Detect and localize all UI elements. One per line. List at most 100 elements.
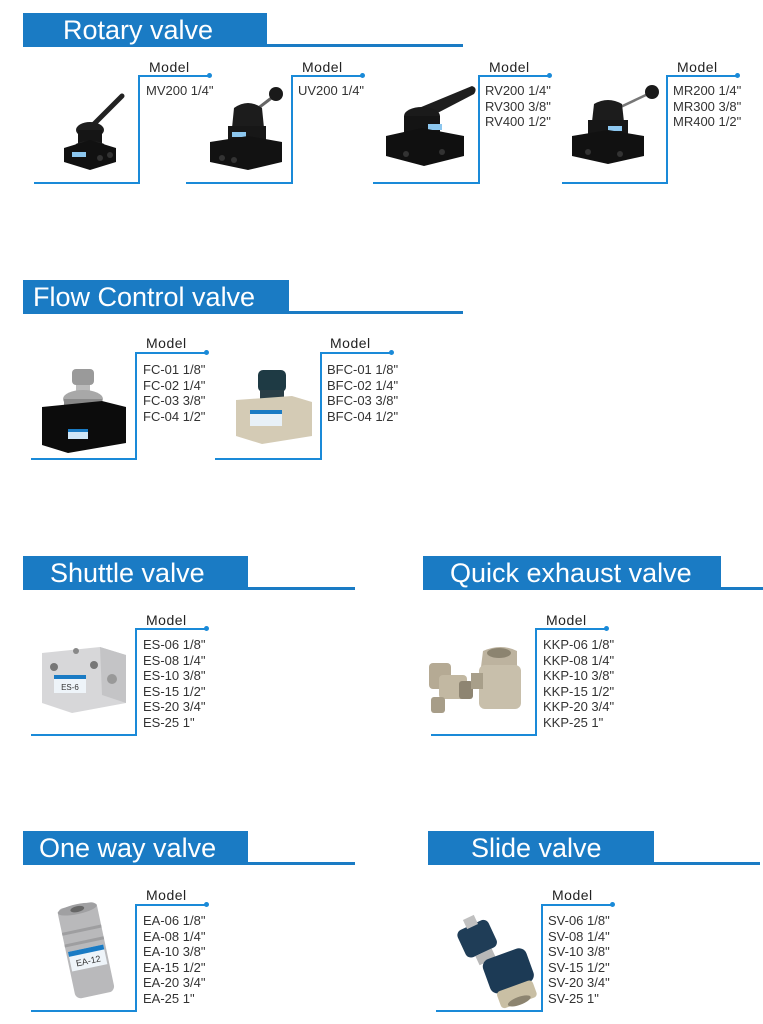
model-item: FC-02 1/4"	[143, 377, 206, 393]
rotary-valve-uv-icon	[210, 87, 283, 170]
model-item: BFC-01 1/8"	[327, 362, 399, 377]
bracket-vertical-line	[135, 352, 137, 460]
connector-dot	[204, 350, 209, 355]
model-item: ES-15 1/2"	[143, 683, 206, 699]
bracket-bottom-line	[31, 458, 137, 460]
model-list: MV200 1/4"	[146, 83, 214, 99]
model-item: EA-25 1"	[143, 990, 195, 1006]
bracket-bottom-line	[562, 182, 668, 184]
model-item: FC-04 1/2"	[143, 408, 206, 424]
header-box	[23, 13, 267, 47]
model-item: ES-06 1/8"	[143, 637, 206, 652]
bracket-vertical-line	[535, 628, 537, 736]
connector-dot	[610, 902, 615, 907]
quick-exhaust-valve-icon	[429, 647, 521, 713]
model-item: EA-10 3/8"	[143, 944, 206, 959]
rotary-valve-mr-icon	[572, 85, 659, 164]
bracket-vertical-line	[320, 352, 322, 460]
connector-dot	[207, 73, 212, 78]
bracket-vertical-line	[135, 628, 137, 736]
model-list: BFC-01 1/8" BFC-02 1/4" BFC-03 3/8" BFC-…	[327, 362, 398, 424]
model-item: SV-15 1/2"	[548, 959, 610, 975]
model-item: SV-08 1/4"	[548, 928, 610, 944]
model-item: KKP-10 3/8"	[543, 668, 615, 683]
bracket-bottom-line	[186, 182, 293, 184]
flow-control-valve-fc-icon	[42, 369, 126, 453]
section-title: Quick exhaust valve	[450, 558, 692, 588]
model-label: Model	[146, 335, 187, 351]
model-item: EA-08 1/4"	[143, 928, 206, 944]
model-label: Model	[552, 887, 593, 903]
model-item: SV-06 1/8"	[548, 913, 610, 928]
model-item: MV200 1/4"	[146, 83, 214, 98]
bracket-vertical-line	[666, 75, 668, 183]
model-item: MR200 1/4"	[673, 83, 742, 98]
header-box	[23, 280, 289, 314]
model-item: MR300 3/8"	[673, 98, 742, 114]
model-item: MR400 1/2"	[673, 114, 742, 129]
model-list: RV200 1/4" RV300 3/8" RV400 1/2"	[485, 83, 551, 130]
model-list: FC-01 1/8" FC-02 1/4" FC-03 3/8" FC-04 1…	[143, 362, 205, 424]
model-list: EA-06 1/8" EA-08 1/4" EA-10 3/8" EA-15 1…	[143, 913, 205, 1006]
section-title: Shuttle valve	[50, 558, 205, 588]
model-item: KKP-08 1/4"	[543, 652, 615, 668]
model-item: FC-03 3/8"	[143, 393, 206, 408]
model-connector-line	[666, 75, 738, 77]
model-connector-line	[478, 75, 550, 77]
header-box	[23, 831, 248, 865]
model-item: SV-20 3/4"	[548, 975, 610, 990]
model-item: ES-08 1/4"	[143, 652, 206, 668]
connector-dot	[389, 350, 394, 355]
section-header-quick-exhaust: Quick exhaust valve	[423, 556, 763, 590]
model-label: Model	[146, 612, 187, 628]
model-item: ES-25 1"	[143, 714, 195, 730]
header-box	[423, 556, 721, 590]
rotary-valve-mv-icon	[64, 93, 125, 170]
model-list: ES-06 1/8" ES-08 1/4" ES-10 3/8" ES-15 1…	[143, 637, 205, 730]
connector-dot	[204, 902, 209, 907]
model-label: Model	[149, 59, 190, 75]
model-item: EA-15 1/2"	[143, 959, 206, 975]
section-title: Slide valve	[471, 833, 602, 863]
model-item: SV-25 1"	[548, 990, 599, 1006]
bracket-bottom-line	[31, 734, 137, 736]
model-label: Model	[546, 612, 587, 628]
section-header-shuttle: Shuttle valve	[23, 556, 355, 590]
model-item: UV200 1/4"	[298, 83, 365, 98]
model-connector-line	[541, 904, 613, 906]
model-connector-line	[320, 352, 392, 354]
header-box	[428, 831, 654, 865]
model-list: MR200 1/4" MR300 3/8" MR400 1/2"	[673, 83, 741, 130]
model-label: Model	[677, 59, 718, 75]
connector-dot	[735, 73, 740, 78]
section-header-slide: Slide valve	[428, 831, 760, 865]
model-item: KKP-25 1"	[543, 714, 604, 730]
model-label: Model	[146, 887, 187, 903]
connector-dot	[360, 73, 365, 78]
model-label: Model	[302, 59, 343, 75]
model-item: EA-20 3/4"	[143, 975, 206, 990]
section-title: Rotary valve	[63, 15, 214, 45]
bracket-bottom-line	[215, 458, 322, 460]
model-connector-line	[135, 352, 207, 354]
model-item: FC-01 1/8"	[143, 362, 206, 377]
header-underline	[289, 311, 463, 314]
section-header-one-way: One way valve	[23, 831, 355, 865]
model-list: UV200 1/4"	[298, 83, 364, 99]
model-item: RV300 3/8"	[485, 98, 551, 114]
section-header-flow-control: Flow Control valve	[23, 280, 463, 314]
model-item: EA-06 1/8"	[143, 913, 206, 928]
rotary-valve-rv-icon	[386, 86, 476, 166]
connector-dot	[204, 626, 209, 631]
model-item: KKP-06 1/8"	[543, 637, 615, 652]
section-title: Flow Control valve	[33, 282, 256, 312]
slide-valve-icon	[457, 914, 537, 1009]
model-item: BFC-03 3/8"	[327, 393, 399, 408]
bracket-bottom-line	[436, 1010, 543, 1012]
model-item: BFC-04 1/2"	[327, 408, 399, 424]
model-label: Model	[489, 59, 530, 75]
model-connector-line	[135, 628, 207, 630]
model-connector-line	[138, 75, 210, 77]
model-connector-line	[135, 904, 207, 906]
model-item: BFC-02 1/4"	[327, 377, 399, 393]
